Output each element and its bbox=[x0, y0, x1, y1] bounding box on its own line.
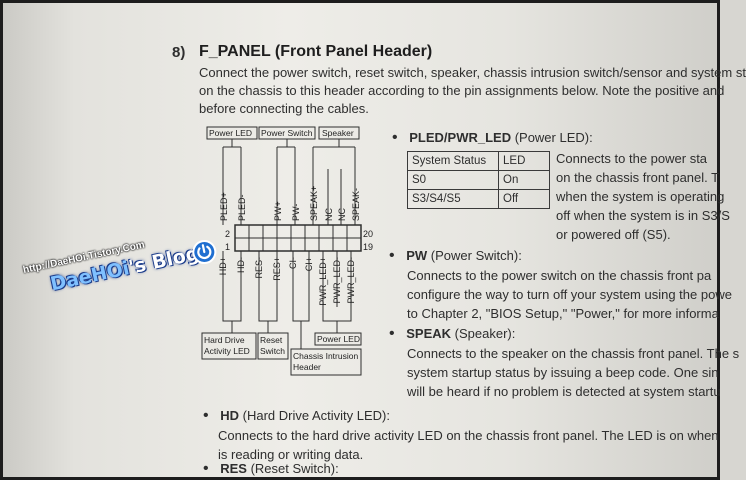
table-cell: S3/S4/S5 bbox=[407, 189, 499, 209]
power-led-bottom-label-box bbox=[314, 332, 362, 346]
top-pin-label: SPEAK+ bbox=[309, 186, 319, 221]
pin-number-19: 19 bbox=[363, 242, 373, 252]
top-pin-label: PLED- bbox=[237, 194, 247, 221]
pw-desc-1: Connects to the power switch on the chas… bbox=[407, 268, 712, 283]
bottom-pin-label: PWR_LED- bbox=[332, 257, 342, 304]
pin-number-2: 2 bbox=[225, 229, 230, 239]
speak-suffix: (Speaker): bbox=[451, 326, 516, 341]
manual-page: 8) F_PANEL (Front Panel Header) Connect … bbox=[3, 3, 746, 478]
pin-number-1: 1 bbox=[225, 242, 230, 252]
speak-name: SPEAK bbox=[406, 326, 452, 341]
table-cell: S0 bbox=[407, 170, 499, 190]
table-cell: Off bbox=[498, 189, 550, 209]
bottom-pin-label: HD+ bbox=[218, 257, 228, 275]
power-icon bbox=[192, 240, 217, 265]
pled-desc-5: or powered off (S5). bbox=[556, 227, 671, 242]
label-hd-2: Activity LED bbox=[204, 346, 250, 356]
res-heading: • RES (Reset Switch): bbox=[203, 460, 339, 478]
speak-desc-1: Connects to the speaker on the chassis f… bbox=[407, 346, 740, 361]
section-number: 8) bbox=[172, 44, 186, 61]
top-pin-label: NC bbox=[324, 208, 334, 221]
bottom-pin-label: CI- bbox=[288, 257, 298, 269]
pled-heading: • PLED/PWR_LED (Power LED): bbox=[392, 129, 593, 147]
hd-suffix: (Hard Drive Activity LED): bbox=[239, 408, 390, 423]
bullet-dot: • bbox=[389, 247, 395, 264]
table-cell: On bbox=[498, 170, 550, 190]
hd-desc-1: Connects to the hard drive activity LED … bbox=[218, 428, 719, 443]
blog-watermark: http://DaeHOi.Tistory.Com DaeHOi's Blog bbox=[13, 217, 231, 319]
f-panel-pin-diagram: Power LED Power Switch Speaker Hard Driv… bbox=[201, 126, 373, 376]
pw-suffix: (Power Switch): bbox=[427, 248, 522, 263]
bullet-dot: • bbox=[389, 325, 395, 342]
label-speaker: Speaker bbox=[322, 128, 354, 138]
res-name: RES bbox=[220, 461, 247, 476]
label-power-led-bottom: Power LED bbox=[317, 334, 360, 344]
table-header-cell: LED bbox=[498, 151, 550, 171]
bottom-pin-label: PWR_LED- bbox=[346, 257, 356, 304]
bullet-dot: • bbox=[203, 407, 209, 424]
top-pin-label: PW+ bbox=[273, 201, 283, 221]
table-header-row: System Status LED bbox=[407, 151, 550, 171]
pw-desc-3: to Chapter 2, "BIOS Setup," "Power," for… bbox=[407, 306, 719, 321]
top-pin-label: PLED+ bbox=[219, 192, 229, 221]
pled-suffix: (Power LED): bbox=[511, 130, 593, 145]
led-status-table: System Status LED S0 On S3/S4/S5 Off bbox=[407, 151, 550, 209]
intro-line-1: Connect the power switch, reset switch, … bbox=[199, 65, 746, 80]
top-pin-label: NC bbox=[337, 208, 347, 221]
reset-label-box bbox=[257, 332, 289, 360]
bottom-pin-label: HD- bbox=[236, 257, 246, 273]
res-suffix: (Reset Switch): bbox=[246, 461, 339, 476]
table-row: S3/S4/S5 Off bbox=[407, 189, 550, 209]
photo-frame bbox=[0, 0, 720, 480]
speak-heading: • SPEAK (Speaker): bbox=[389, 325, 515, 343]
bullet-dot: • bbox=[392, 129, 398, 146]
top-pin-label: SPEAK- bbox=[351, 188, 361, 221]
pled-desc-1: Connects to the power sta bbox=[556, 151, 708, 166]
bottom-pin-label: PWR_LED+ bbox=[318, 257, 328, 306]
label-reset-2: Switch bbox=[260, 346, 285, 356]
label-power-led: Power LED bbox=[209, 128, 252, 138]
speak-desc-3: will be heard if no problem is detected … bbox=[407, 384, 721, 399]
pled-name: PLED/PWR_LED bbox=[409, 130, 512, 145]
ci-label-box bbox=[290, 348, 362, 376]
label-ci-2: Header bbox=[293, 362, 321, 372]
label-reset-1: Reset bbox=[260, 335, 283, 345]
table-header-cell: System Status bbox=[407, 151, 499, 171]
label-hd-1: Hard Drive bbox=[204, 335, 245, 345]
pw-name: PW bbox=[406, 248, 428, 263]
pled-desc-4: off when the system is in S3/S bbox=[556, 208, 730, 223]
bottom-pin-label: RES+ bbox=[272, 257, 282, 281]
hd-heading: • HD (Hard Drive Activity LED): bbox=[203, 407, 390, 425]
hd-label-box bbox=[201, 332, 257, 360]
pled-desc-3: when the system is operating bbox=[556, 189, 725, 204]
top-pin-label: PW- bbox=[291, 204, 301, 221]
table-row: S0 On bbox=[407, 170, 550, 190]
pw-heading: • PW (Power Switch): bbox=[389, 247, 522, 265]
hd-desc-2: is reading or writing data. bbox=[218, 447, 364, 462]
hd-name: HD bbox=[220, 408, 240, 423]
intro-line-2: on the chassis to this header according … bbox=[199, 83, 725, 98]
label-power-switch: Power Switch bbox=[261, 128, 313, 138]
label-ci-1: Chassis Intrusion bbox=[293, 351, 358, 361]
speak-desc-2: system startup status by issuing a beep … bbox=[407, 365, 719, 380]
section-title: F_PANEL (Front Panel Header) bbox=[199, 43, 433, 60]
bottom-pin-label: CI+ bbox=[304, 257, 314, 271]
bottom-pin-label: RES- bbox=[254, 257, 264, 279]
pin-number-20: 20 bbox=[363, 229, 373, 239]
pled-desc-2: on the chassis front panel. T bbox=[556, 170, 720, 185]
bullet-dot: • bbox=[203, 460, 209, 477]
pw-desc-2: configure the way to turn off your syste… bbox=[407, 287, 732, 302]
intro-line-3: before connecting the cables. bbox=[199, 101, 369, 116]
